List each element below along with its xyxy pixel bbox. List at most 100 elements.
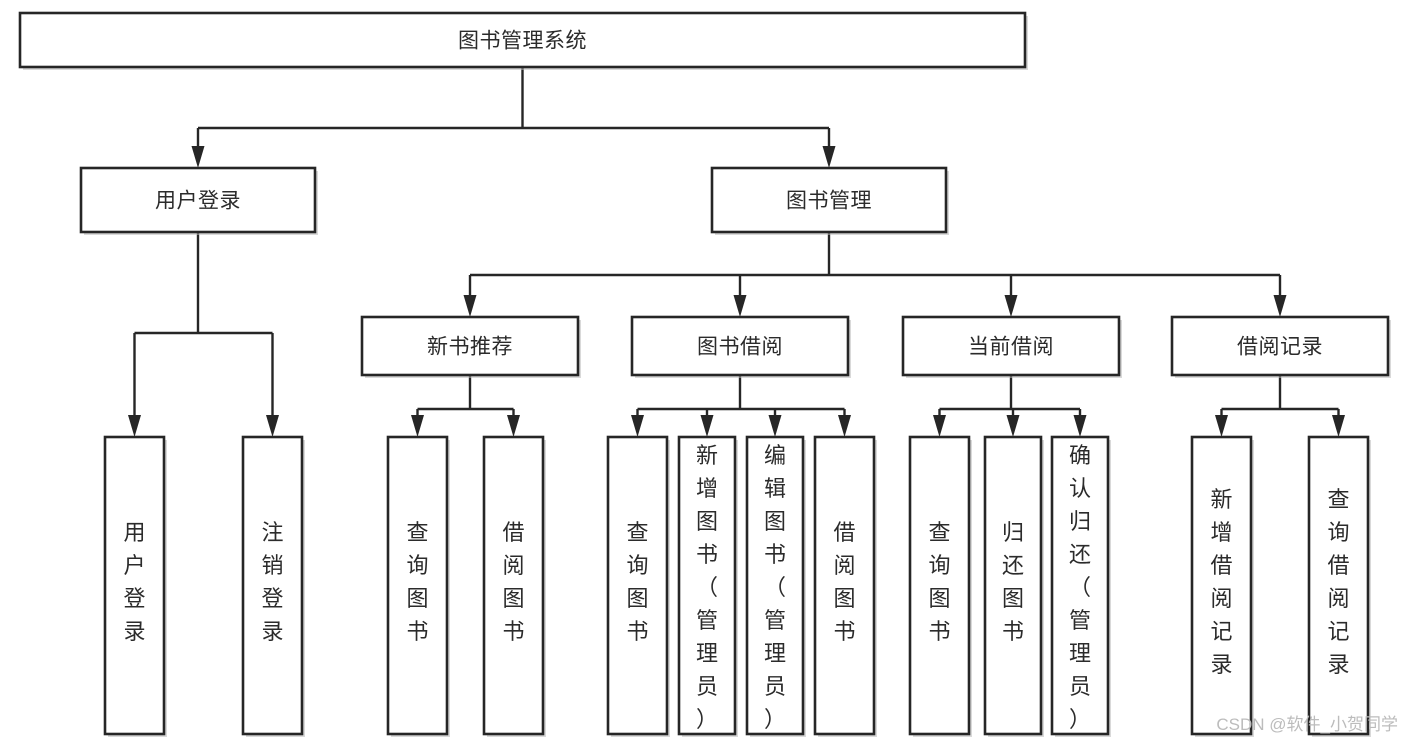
- node-box[interactable]: [1190, 435, 1253, 736]
- node-layer: 图书管理系统用户登录图书管理新书推荐图书借阅当前借阅借阅记录用户登录注销登录查询…: [18, 11, 1391, 737]
- node-leaf-query-borrow-record[interactable]: 查询借阅记录: [1307, 435, 1371, 737]
- node-new-book-rec[interactable]: 新书推荐: [360, 315, 581, 378]
- node-box[interactable]: [908, 435, 971, 736]
- node-box[interactable]: [677, 435, 737, 736]
- node-label-char: 图: [764, 509, 786, 534]
- node-label-char: 理: [1069, 641, 1091, 666]
- node-box[interactable]: [813, 435, 876, 736]
- node-box[interactable]: [606, 435, 669, 736]
- node-label-char: 录: [1210, 652, 1232, 677]
- node-borrow-record[interactable]: 借阅记录: [1170, 315, 1391, 378]
- node-label: 图书借阅: [697, 336, 783, 359]
- node-label-char: 录: [123, 619, 145, 644]
- node-leaf-add-borrow-record[interactable]: 新增借阅记录: [1190, 435, 1254, 737]
- node-leaf-rec-borrow-book[interactable]: 借阅图书: [482, 435, 546, 737]
- node-label-char: 用: [123, 520, 145, 545]
- connector-group: [411, 375, 520, 437]
- node-label-char: 新: [696, 443, 718, 468]
- node-box[interactable]: [103, 435, 166, 736]
- node-box[interactable]: [79, 166, 317, 234]
- node-label-char: 询: [626, 553, 648, 578]
- node-leaf-borrow-book[interactable]: 借阅图书: [813, 435, 877, 737]
- node-label-char: 记: [1327, 619, 1349, 644]
- node-label-char: 员: [1069, 674, 1091, 699]
- node-box[interactable]: [1170, 315, 1390, 377]
- node-label: 图书管理系统: [458, 30, 587, 53]
- node-label: 新书推荐: [427, 336, 513, 359]
- node-label: 查询图书: [406, 520, 428, 644]
- node-leaf-borrow-query-book[interactable]: 查询图书: [606, 435, 670, 737]
- node-label-char: 图: [502, 586, 524, 611]
- node-box[interactable]: [901, 315, 1121, 377]
- node-box[interactable]: [1307, 435, 1370, 736]
- connector-group: [1215, 375, 1345, 437]
- node-box[interactable]: [710, 166, 948, 234]
- node-label: 借阅记录: [1237, 336, 1323, 359]
- node-leaf-user-login[interactable]: 用户登录: [103, 435, 167, 737]
- node-leaf-return-book[interactable]: 归还图书: [983, 435, 1044, 737]
- node-label-char: 户: [123, 553, 145, 578]
- node-label-char: 注: [261, 520, 283, 545]
- node-leaf-cur-query-book[interactable]: 查询图书: [908, 435, 972, 737]
- connector-group: [933, 375, 1087, 437]
- node-box[interactable]: [360, 315, 580, 377]
- node-label: 编辑图书（管理员）: [764, 443, 786, 732]
- node-label-char: 管: [696, 608, 718, 633]
- node-box[interactable]: [241, 435, 304, 736]
- arrowhead-icon: [1073, 415, 1087, 437]
- node-label-char: 图: [833, 586, 855, 611]
- node-label-char: 查: [406, 520, 428, 545]
- arrowhead-icon: [507, 415, 520, 437]
- node-label: 借阅图书: [833, 520, 855, 644]
- arrowhead-icon: [933, 415, 946, 437]
- node-label-char: 借: [833, 520, 855, 545]
- node-root[interactable]: 图书管理系统: [18, 11, 1028, 70]
- node-leaf-rec-query-book[interactable]: 查询图书: [386, 435, 450, 737]
- node-label-char: 阅: [833, 553, 855, 578]
- node-box[interactable]: [482, 435, 545, 736]
- node-label: 图书管理: [786, 190, 872, 213]
- node-label-char: 编: [764, 443, 786, 468]
- node-label-char: 管: [764, 608, 786, 633]
- node-box[interactable]: [745, 435, 805, 736]
- arrowhead-icon: [631, 415, 644, 437]
- arrowhead-icon: [838, 415, 851, 437]
- node-book-borrow[interactable]: 图书借阅: [630, 315, 851, 378]
- node-label-char: 书: [406, 619, 428, 644]
- node-leaf-edit-book-admin[interactable]: 编辑图书（管理员）: [745, 435, 806, 737]
- node-box[interactable]: [1050, 435, 1110, 736]
- node-leaf-logout[interactable]: 注销登录: [241, 435, 305, 737]
- node-label-char: 阅: [1210, 586, 1232, 611]
- node-box[interactable]: [386, 435, 449, 736]
- node-box[interactable]: [18, 11, 1027, 69]
- arrowhead-icon: [822, 146, 836, 168]
- node-label-char: 销: [261, 553, 283, 578]
- node-label-char: 图: [626, 586, 648, 611]
- node-label-char: 登: [123, 586, 145, 611]
- node-label: 查询借阅记录: [1327, 487, 1349, 677]
- node-box[interactable]: [983, 435, 1043, 736]
- node-leaf-add-book-admin[interactable]: 新增图书（管理员）: [677, 435, 738, 737]
- node-user-login[interactable]: 用户登录: [79, 166, 318, 235]
- node-label-char: 图: [928, 586, 950, 611]
- node-label-char: 书: [764, 542, 786, 567]
- node-book-manage[interactable]: 图书管理: [710, 166, 949, 235]
- node-label: 查询图书: [626, 520, 648, 644]
- node-label-char: 新: [1210, 487, 1232, 512]
- node-label-char: 还: [1069, 542, 1091, 567]
- node-label-char: 阅: [1327, 586, 1349, 611]
- node-current-borrow[interactable]: 当前借阅: [901, 315, 1122, 378]
- node-label-char: 阅: [502, 553, 524, 578]
- arrowhead-icon: [1332, 415, 1345, 437]
- node-label-char: 登: [261, 586, 283, 611]
- node-label: 用户登录: [155, 190, 241, 213]
- node-label-char: 书: [928, 619, 950, 644]
- node-label: 借阅图书: [502, 520, 524, 644]
- node-label-char: 询: [406, 553, 428, 578]
- csdn-watermark: CSDN @软件_小贺同学: [1216, 715, 1398, 734]
- node-label-char: 询: [928, 553, 950, 578]
- node-label: 归还图书: [1002, 520, 1024, 644]
- node-leaf-confirm-return-admin[interactable]: 确认归还（管理员）: [1050, 435, 1111, 737]
- node-box[interactable]: [630, 315, 850, 377]
